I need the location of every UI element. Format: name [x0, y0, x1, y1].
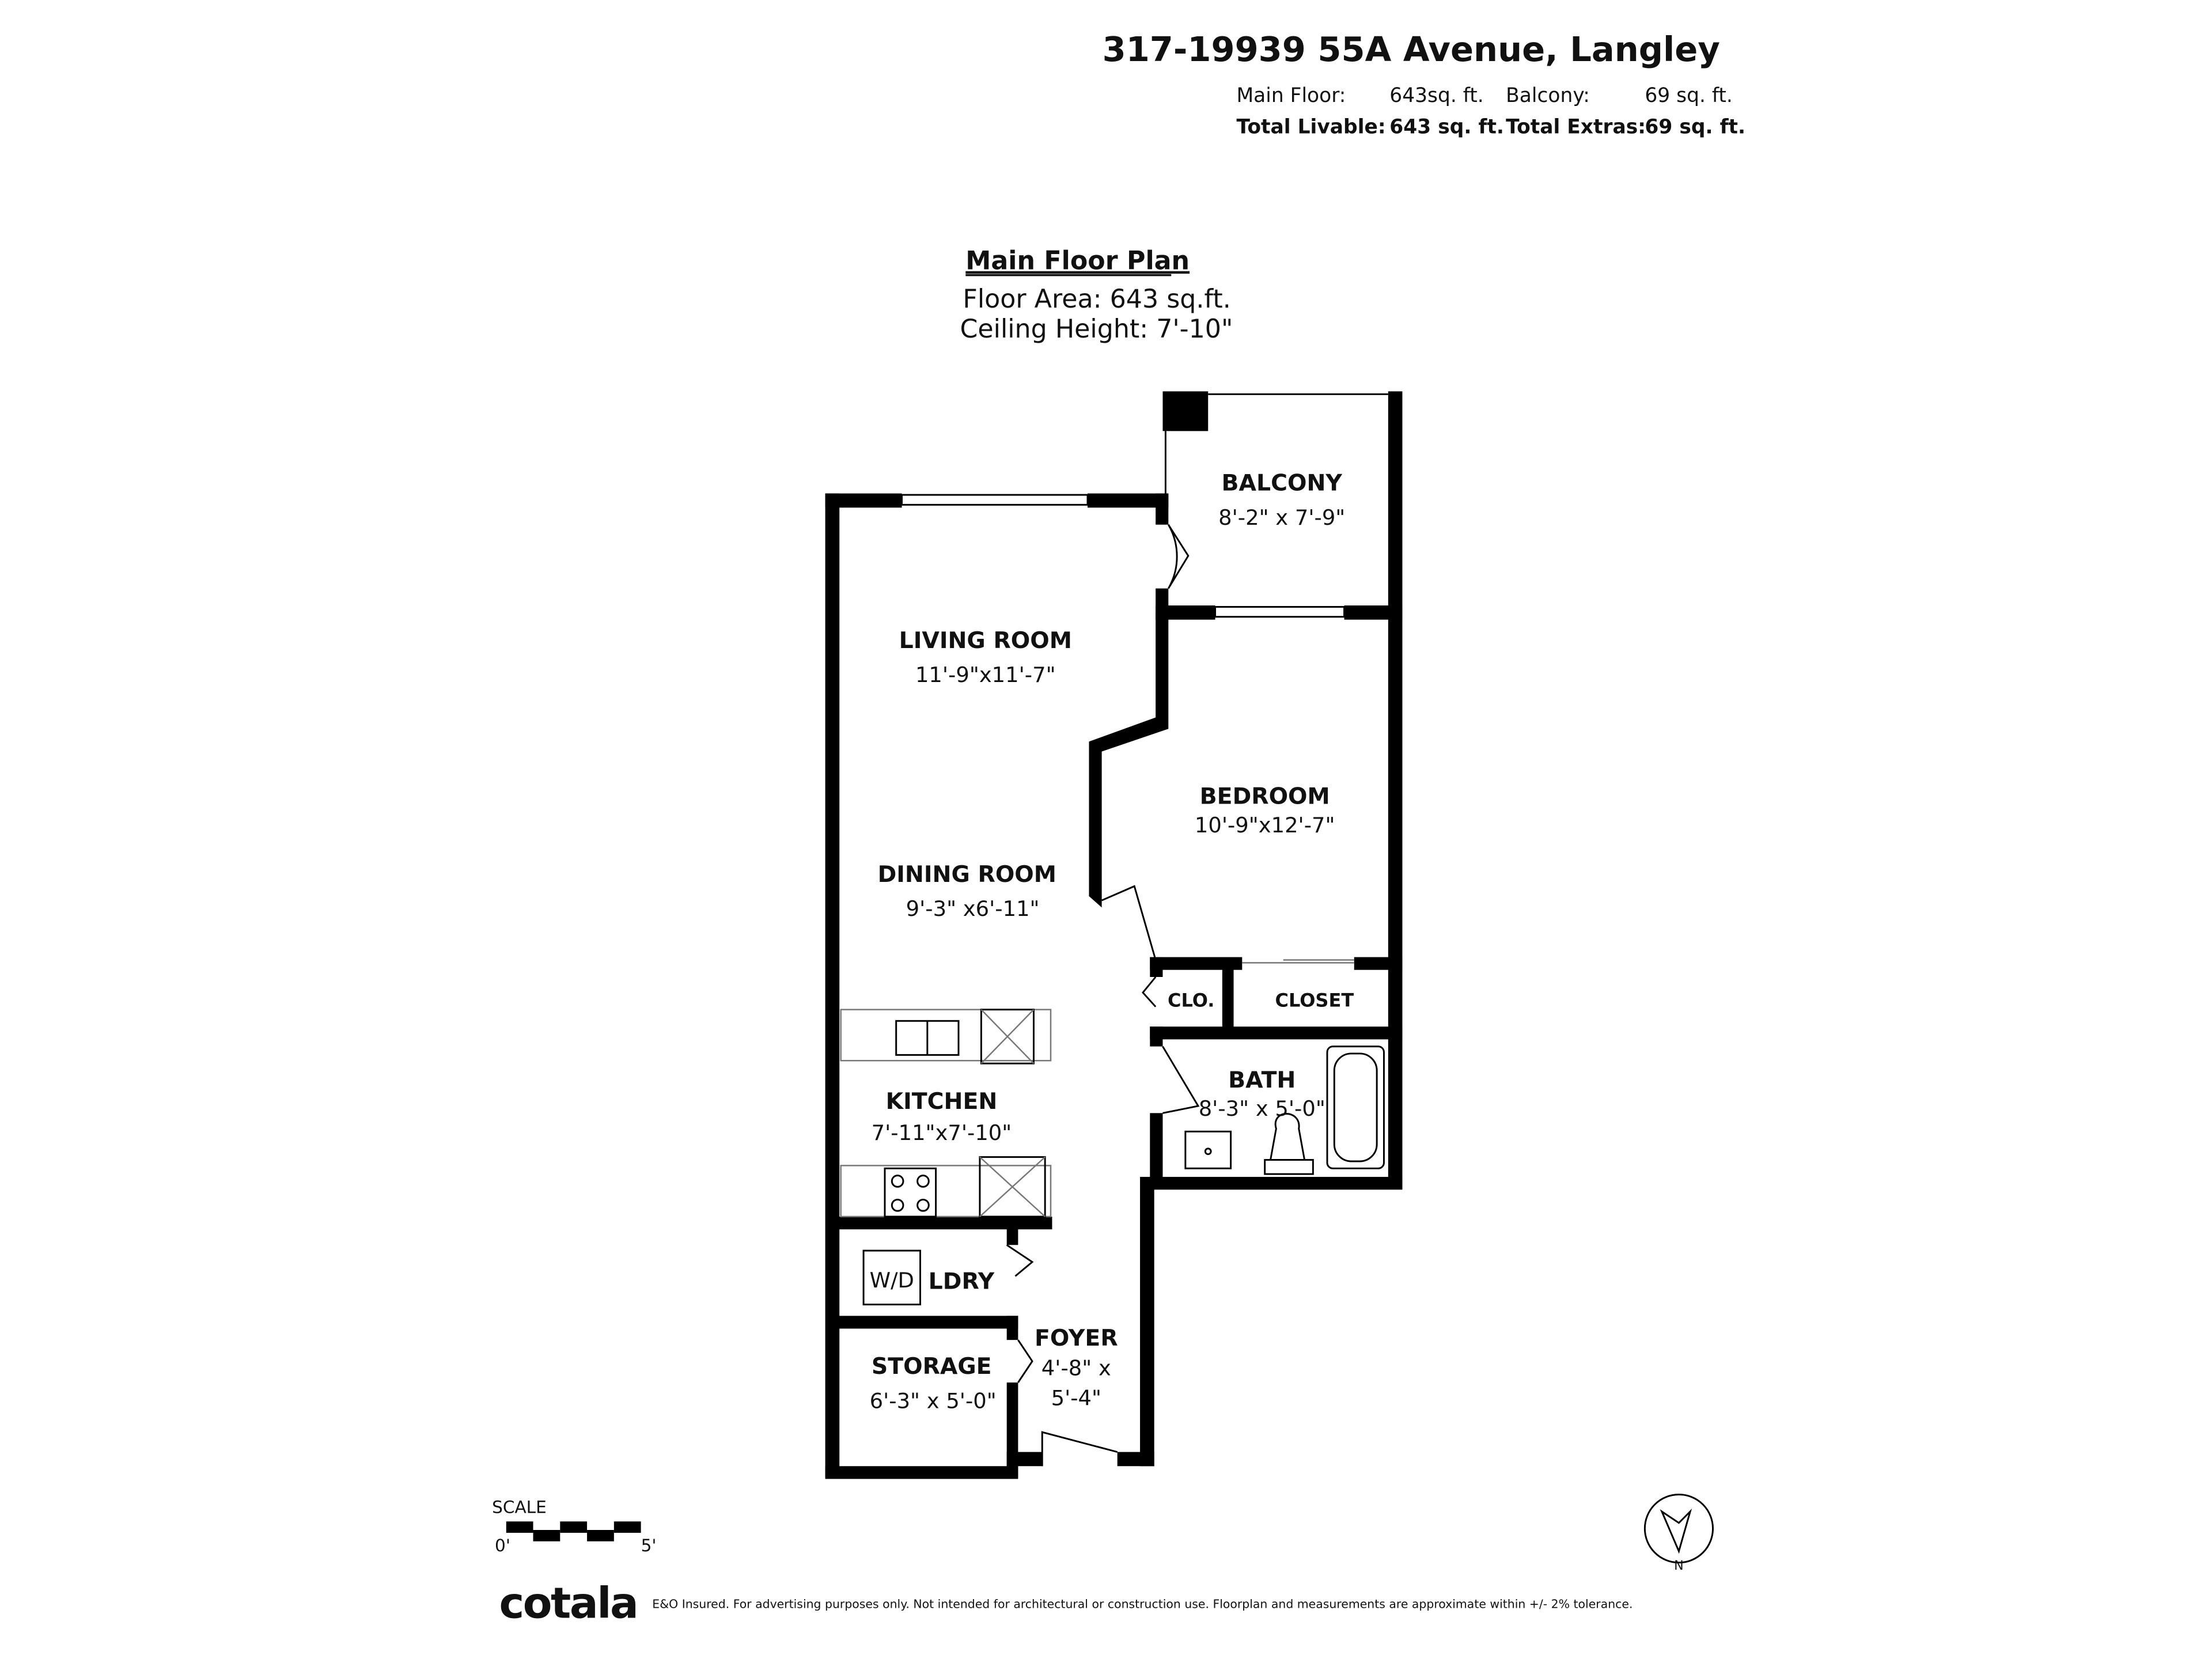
north-compass-icon: N [1643, 1493, 1714, 1573]
kitchen-fixtures [840, 1009, 1052, 1218]
windows [901, 393, 1388, 618]
scale-bar: SCALE 0' 5' [492, 1497, 656, 1555]
dining-room-name: DINING ROOM [878, 861, 1056, 888]
walls [825, 391, 1403, 1479]
foyer-dims-1: 4'-8" x [1041, 1356, 1111, 1381]
bath-fixtures [862, 1046, 1385, 1306]
balcony-value: 69 sq. ft. [1645, 84, 1733, 107]
kitchen-dims: 7'-11"x7'-10" [872, 1120, 1012, 1145]
floor-area: Floor Area: 643 sq.ft. [963, 285, 1230, 314]
total-extras-label: Total Extras: [1506, 115, 1646, 138]
kitchen-name: KITCHEN [886, 1088, 998, 1115]
laundry-name: LDRY [929, 1268, 995, 1295]
cotala-logo: cotala [499, 1579, 637, 1628]
scale-label: SCALE [492, 1497, 547, 1517]
plan-title: Main Floor Plan [965, 247, 1190, 276]
doors[interactable] [1006, 524, 1354, 1467]
foyer-name: FOYER [1035, 1325, 1118, 1351]
main-floor-label: Main Floor: [1236, 84, 1346, 107]
balcony-dims: 8'-2" x 7'-9" [1218, 505, 1345, 530]
balcony-label: Balcony: [1506, 84, 1590, 107]
total-livable-value: 643 sq. ft. [1389, 115, 1504, 138]
bath-dims: 8'-3" x 5'-0" [1199, 1096, 1325, 1121]
total-extras-value: 69 sq. ft. [1645, 115, 1745, 138]
bedroom-name: BEDROOM [1200, 783, 1330, 810]
disclaimer: E&O Insured. For advertising purposes on… [652, 1597, 1633, 1611]
closet-name: CLOSET [1275, 990, 1354, 1012]
compass-north-label: N [1674, 1558, 1684, 1573]
storage-dims: 6'-3" x 5'-0" [870, 1388, 997, 1413]
living-room-name: LIVING ROOM [899, 627, 1072, 654]
scale-start: 0' [495, 1536, 510, 1555]
storage-name: STORAGE [872, 1353, 992, 1380]
main-floor-value: 643sq. ft. [1389, 84, 1483, 107]
washer-dryer [862, 1249, 922, 1306]
balcony-name: BALCONY [1222, 470, 1343, 497]
living-room-dims: 11'-9"x11'-7" [915, 662, 1056, 687]
total-livable-label: Total Livable: [1236, 115, 1385, 138]
bath-name: BATH [1228, 1067, 1296, 1093]
clo-name: CLO. [1168, 990, 1214, 1012]
scale-end: 5' [641, 1536, 657, 1555]
bedroom-dims: 10'-9"x12'-7" [1195, 813, 1335, 838]
foyer-dims-2: 5'-4" [1051, 1385, 1101, 1410]
dining-room-dims: 9'-3" x6'-11" [906, 896, 1040, 921]
property-address: 317-19939 55A Avenue, Langley [1103, 29, 1720, 69]
ceiling-height: Ceiling Height: 7'-10" [960, 315, 1233, 344]
washer-dryer-label: W/D [870, 1268, 914, 1293]
